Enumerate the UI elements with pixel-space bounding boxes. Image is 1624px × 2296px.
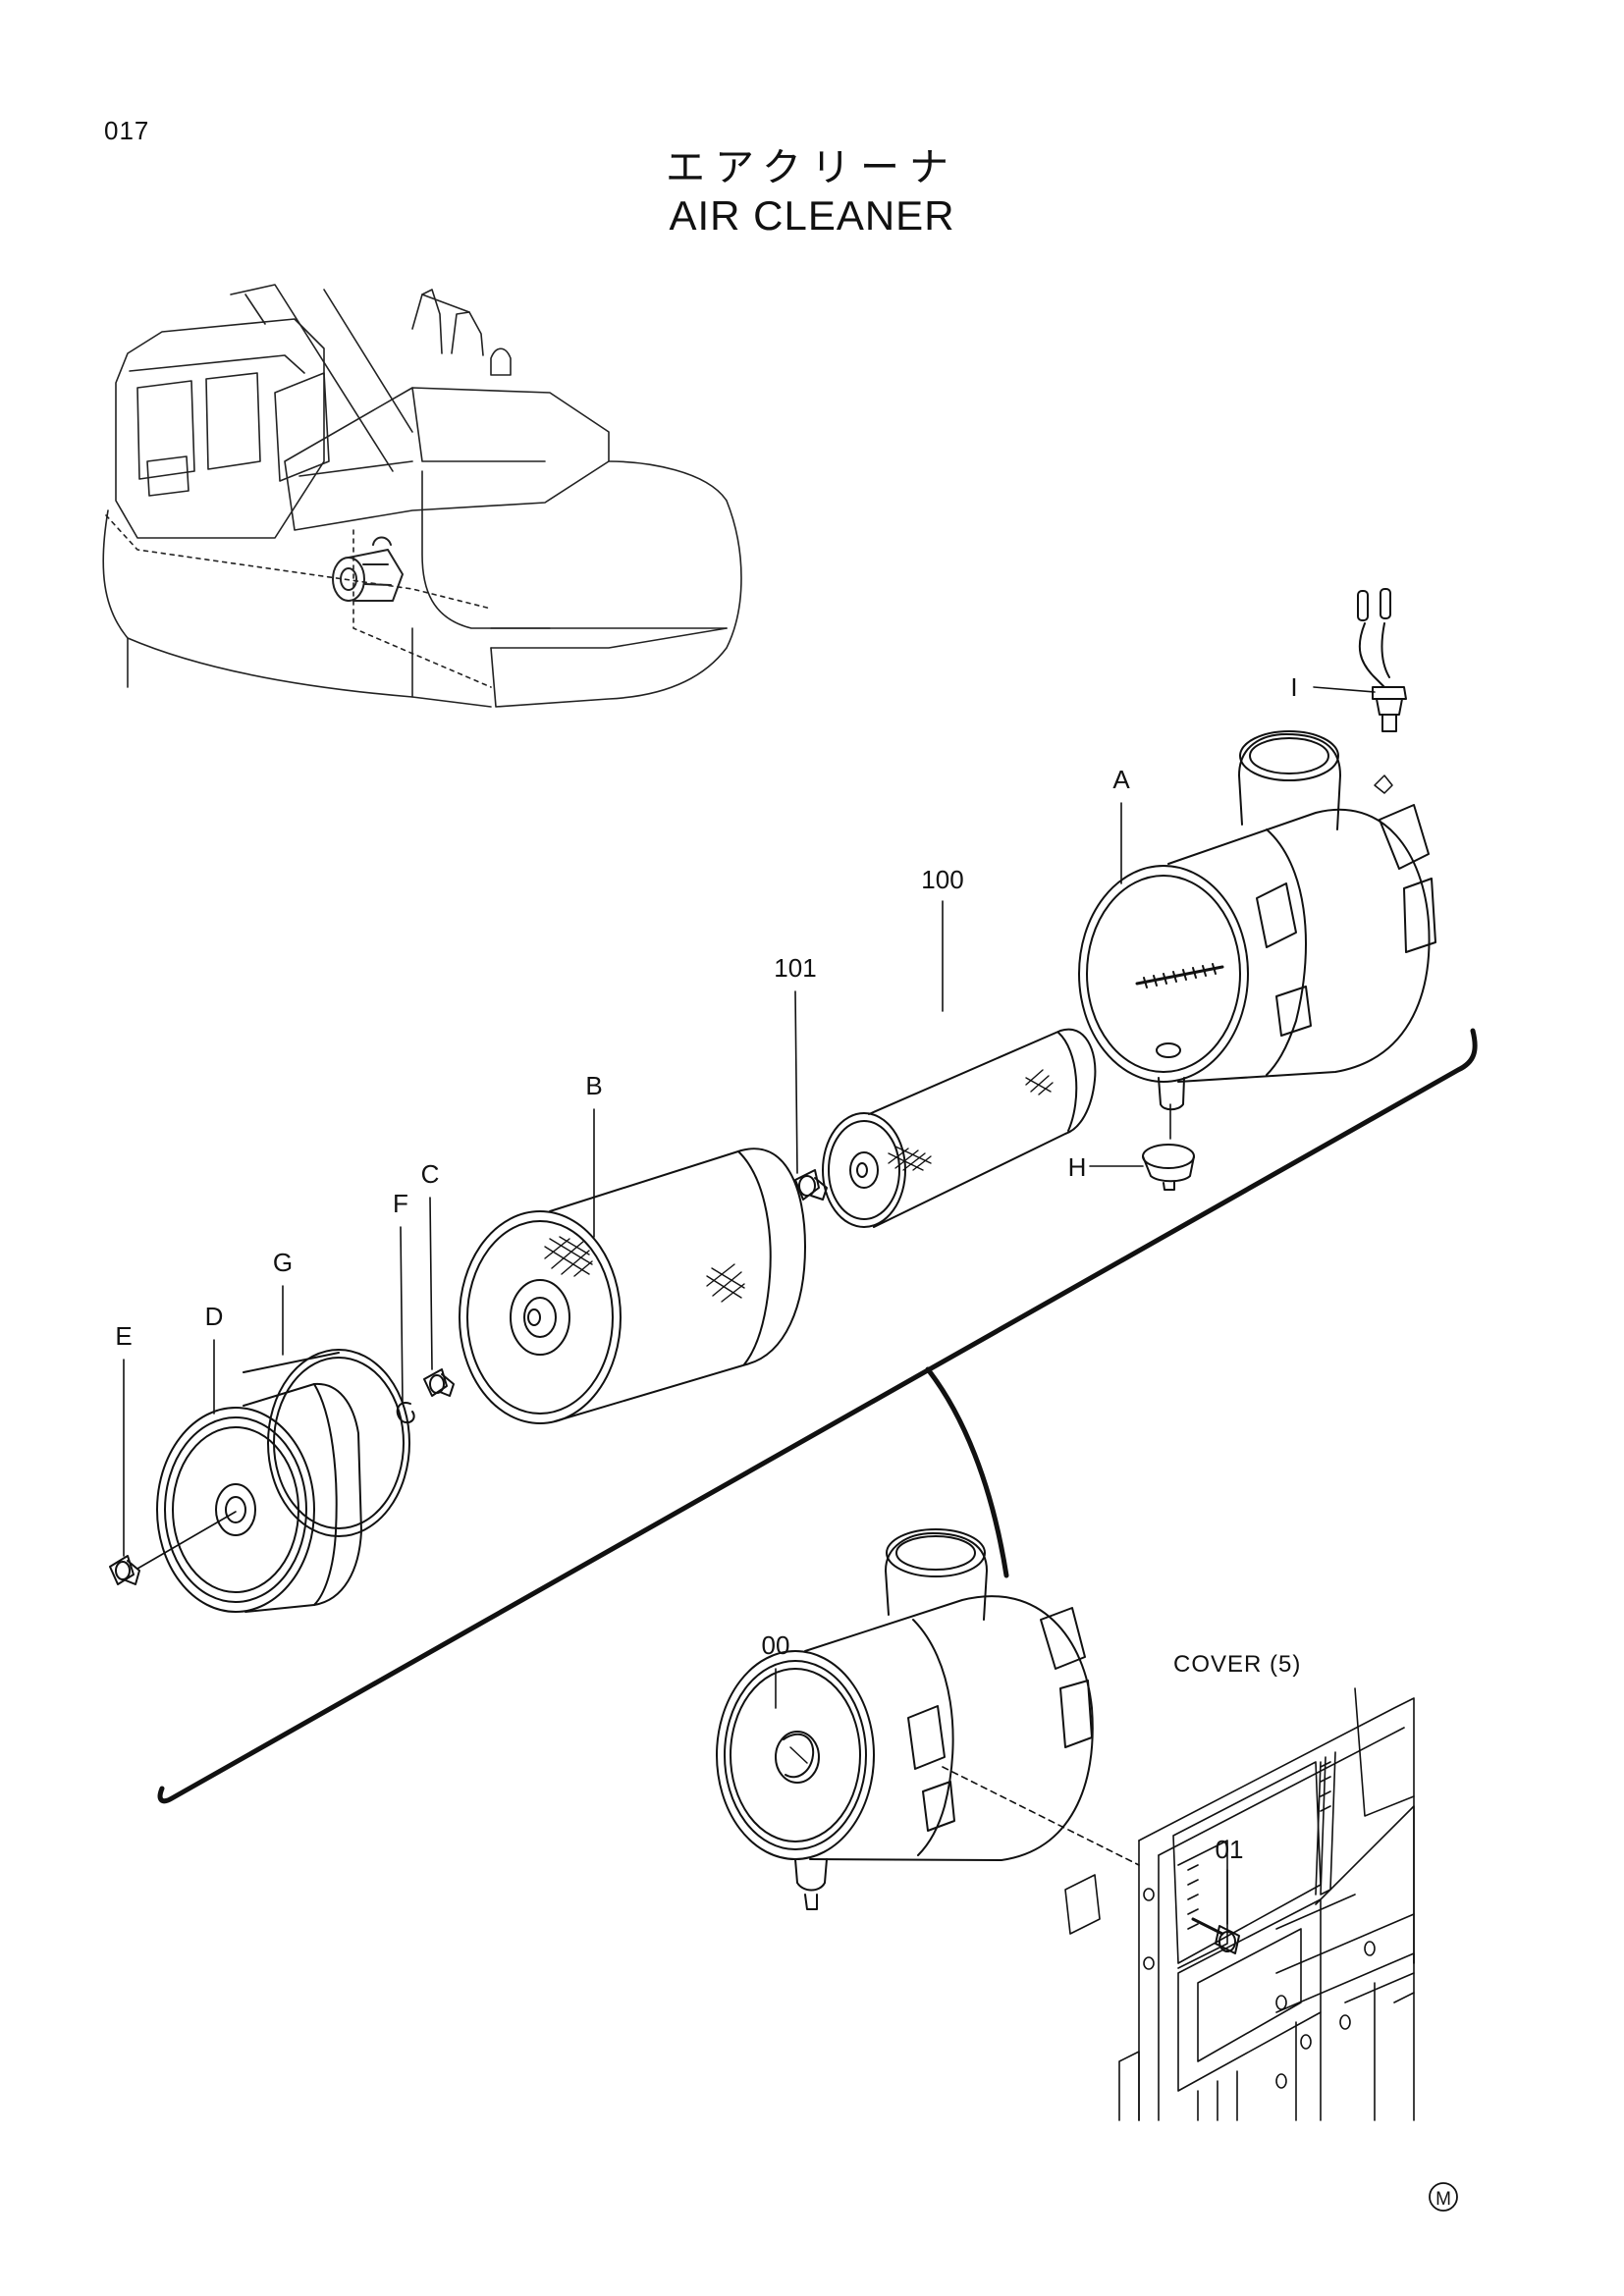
label-C: C — [421, 1159, 440, 1189]
wing-nut-101 — [794, 1169, 828, 1201]
label-101: 101 — [774, 953, 816, 983]
label-cover: COVER (5) — [1173, 1651, 1301, 1678]
gasket-ring-G — [243, 1349, 410, 1537]
circled-m-mark: M — [1429, 2182, 1458, 2212]
page-number: 017 — [104, 116, 150, 145]
wing-nut-E — [109, 1511, 237, 1585]
divider-line — [157, 1028, 1478, 1804]
air-cleaner-location-mark — [332, 536, 404, 602]
title-english: AIR CLEANER — [669, 192, 955, 239]
label-G: G — [273, 1248, 293, 1277]
label-E: E — [115, 1321, 132, 1351]
callout-curve — [925, 1366, 1009, 1578]
safety-filter-element-100 — [822, 1028, 1097, 1228]
wing-nut-C — [423, 1368, 455, 1397]
leader-lines — [123, 686, 1376, 1925]
label-100: 100 — [921, 865, 963, 894]
label-I: I — [1290, 672, 1297, 702]
title-japanese: エアクリーナ — [666, 145, 958, 190]
bolt-01 — [1191, 1917, 1240, 1954]
restriction-indicator-I — [1357, 588, 1407, 732]
dust-cup-H — [1142, 1144, 1195, 1191]
o-ring-F — [396, 1402, 415, 1424]
cover-panel-5 — [1064, 1687, 1415, 2121]
outer-filter-element-B — [459, 1148, 806, 1424]
end-cover-D — [156, 1382, 362, 1613]
label-01: 01 — [1216, 1835, 1244, 1864]
label-F: F — [393, 1189, 408, 1218]
air-cleaner-housing-A — [1078, 730, 1436, 1111]
label-D: D — [205, 1302, 224, 1331]
label-A: A — [1112, 765, 1130, 794]
mark-letter: M — [1435, 2189, 1451, 2210]
part-labels: A 100 101 B I H C F G D E 00 01 COVER (5… — [115, 672, 1301, 1864]
air-cleaner-assembly-00 — [716, 1528, 1140, 1910]
excavator-overview-illustration — [102, 284, 742, 708]
label-B: B — [585, 1071, 602, 1100]
label-H: H — [1068, 1152, 1087, 1182]
label-00: 00 — [762, 1630, 790, 1660]
